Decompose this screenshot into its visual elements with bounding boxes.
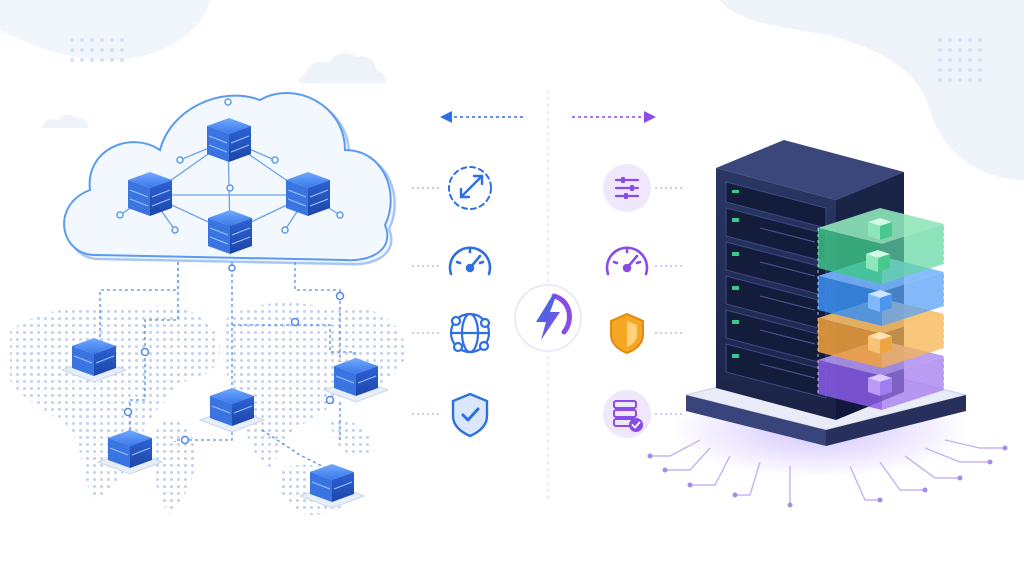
circuit-nodes [647, 445, 1008, 508]
cloud-server [207, 118, 251, 162]
rack-units [725, 181, 827, 399]
edge-links [99, 262, 356, 471]
scale-arrows-icon [448, 166, 492, 210]
speedometer-icon [605, 246, 649, 276]
cloud-network-nodes [116, 98, 344, 234]
edge-server [96, 430, 164, 475]
network-globe-icon [449, 312, 491, 354]
cloud-server [286, 172, 330, 216]
edge-server [322, 358, 390, 403]
green-layer [818, 208, 944, 284]
cloud-server [208, 210, 252, 254]
shield-check-icon [451, 392, 489, 438]
layer-outlines [817, 224, 945, 394]
server-check-icon [603, 390, 651, 438]
edge-link-nodes [123, 264, 345, 445]
shield-icon [610, 312, 644, 355]
edge-server [198, 388, 266, 433]
double-arrow-left-blue [440, 111, 525, 123]
speedometer-icon [448, 246, 492, 276]
left-icon-connectors [412, 187, 440, 415]
rack-vents [759, 227, 816, 379]
stacked-layers [817, 208, 945, 410]
cloud-shape [63, 92, 396, 266]
lightning-bolt-icon [514, 284, 582, 352]
arrow-right-purple [572, 111, 656, 123]
edge-server [60, 338, 128, 383]
edge-server [298, 464, 366, 509]
right-icon-connectors [655, 187, 685, 415]
background-decor [0, 0, 1024, 180]
cloud-server [128, 172, 172, 216]
sliders-icon [603, 164, 651, 212]
rack-leds [732, 190, 739, 358]
